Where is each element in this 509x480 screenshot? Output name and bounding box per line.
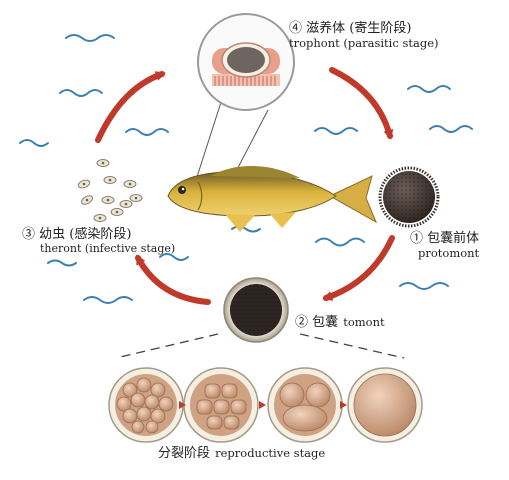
wave-icon [399,282,449,290]
trophont-inset-icon [195,13,295,184]
protomont-icon [378,166,440,228]
wave-icon [429,125,473,133]
wave-icon [59,89,103,97]
theront-label-en: theront (infective stage) [40,241,176,255]
arrow-to-protomont [329,67,394,140]
cell-many-divisions [108,367,184,443]
wave-icon [407,85,451,93]
tomont-label: ② 包囊 tomont [295,312,385,331]
protomont-label: ① 包囊前体 protomont [398,231,480,260]
tomont-icon [223,277,289,343]
wave-icon [83,296,133,304]
cell-four-divisions [267,367,343,443]
arrow-to-trophont [95,71,166,143]
wave-icon [125,128,169,136]
wave-icon [19,139,49,147]
reproductive-stage-label: 分裂阶段 reproductive stage [158,443,325,462]
theront-nuclei [82,161,138,220]
trophont-label: ④ 滋养体 (寄生阶段) trophont (parasitic stage) [289,21,439,50]
trophont-label-cn: ④ 滋养体 (寄生阶段) [289,21,412,36]
arrow-to-tomont [322,235,395,301]
theront-cluster-icon [77,159,143,222]
wave-icon [47,259,77,267]
small-arrow-icon [179,401,186,409]
protomont-label-en: protomont [418,245,480,260]
theront-label: ③ 幼虫 (感染阶段) theront (infective stage) [22,227,176,256]
tomont-label-en: tomont [343,315,385,329]
cycle-arrows [95,67,395,305]
fish-image [167,165,378,232]
cell-eight-divisions [183,367,259,443]
wave-icon [65,34,115,42]
reproductive-cells [108,367,423,443]
tomont-label-cn: ② 包囊 [295,315,339,330]
small-arrow-icon [259,401,266,409]
reproductive-label-cn: 分裂阶段 [158,446,211,461]
reproductive-label-en: reproductive stage [215,446,326,460]
cell-undivided [347,367,423,443]
theront-label-cn: ③ 幼虫 (感染阶段) [22,227,132,242]
arrow-to-theront [135,254,211,305]
small-arrow-icon [340,401,347,409]
wave-icon [314,127,358,135]
trophont-label-en: trophont (parasitic stage) [289,35,439,50]
wave-icon [315,237,365,247]
reproductive-connector [115,333,405,359]
wave-icon [159,253,189,261]
protomont-label-cn: ① 包囊前体 [410,231,480,246]
